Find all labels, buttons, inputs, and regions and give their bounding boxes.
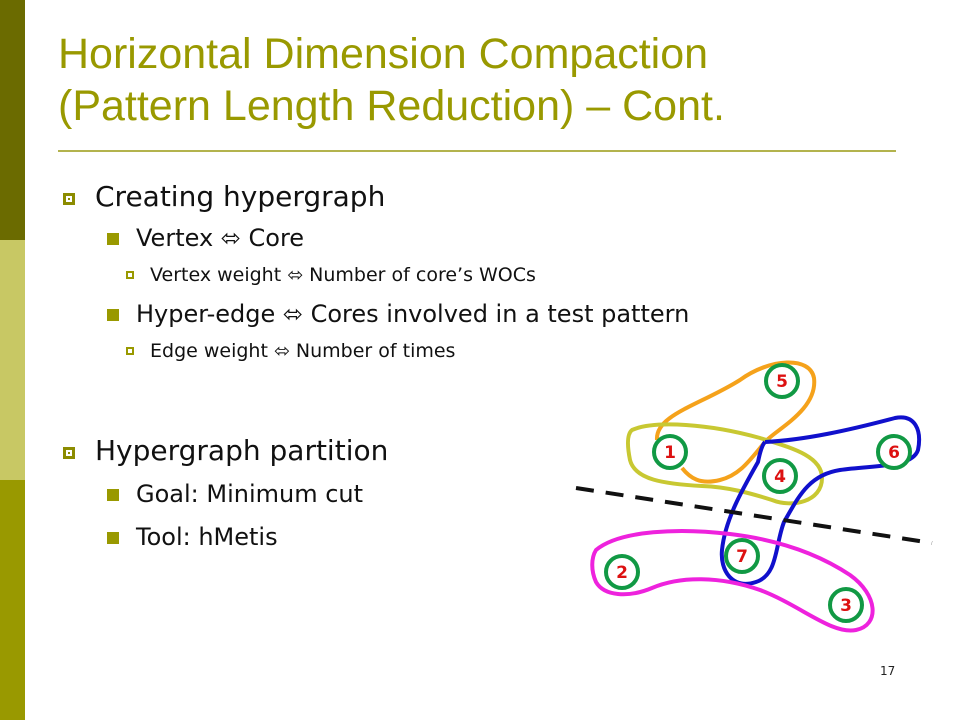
bullet-goal: Goal: Minimum cut xyxy=(136,480,364,508)
square-bullet-icon xyxy=(107,309,119,321)
bullet-edge-weight: Edge weight ⬄ Number of times xyxy=(150,340,456,362)
bullet-creating-hypergraph: Creating hypergraph xyxy=(95,180,386,213)
hyperedge-magenta xyxy=(590,529,875,633)
vertex-6-label: 6 xyxy=(888,443,900,463)
square-bullet-icon xyxy=(107,532,119,544)
hypergraph-diagram: 1 2 3 4 5 6 7 xyxy=(575,360,933,633)
vertex-5: 5 xyxy=(764,363,800,399)
bullet-hypergraph-partition: Hypergraph partition xyxy=(95,434,389,467)
vertex-7-label: 7 xyxy=(736,547,748,567)
sidebar-decoration xyxy=(0,0,25,720)
partition-cut-line xyxy=(575,486,933,545)
vertex-2-label: 2 xyxy=(616,563,628,583)
vertex-2: 2 xyxy=(604,554,640,590)
vertex-5-label: 5 xyxy=(776,372,788,392)
vertex-1-label: 1 xyxy=(664,443,676,463)
sidebar-segment-bottom xyxy=(0,480,25,720)
vertex-1: 1 xyxy=(652,434,688,470)
slide-title: Horizontal Dimension Compaction (Pattern… xyxy=(58,28,918,132)
sidebar-segment-top xyxy=(0,0,25,240)
bullet-vertex-core: Vertex ⬄ Core xyxy=(136,224,305,252)
square-bullet-icon xyxy=(107,489,119,501)
square-bullet-icon xyxy=(63,447,75,459)
bullet-hyper-edge: Hyper-edge ⬄ Cores involved in a test pa… xyxy=(136,300,690,328)
vertex-4: 4 xyxy=(762,458,798,494)
vertex-3-label: 3 xyxy=(840,596,852,616)
square-bullet-icon xyxy=(126,271,134,279)
hyperedge-yellow xyxy=(625,422,824,506)
slide-title-line-1: Horizontal Dimension Compaction xyxy=(58,30,709,78)
bullet-vertex-weight: Vertex weight ⬄ Number of core’s WOCs xyxy=(150,264,536,286)
vertex-4-label: 4 xyxy=(774,467,786,487)
slide-title-line-2: (Pattern Length Reduction) – Cont. xyxy=(58,82,725,130)
square-bullet-icon xyxy=(63,193,75,205)
vertex-7: 7 xyxy=(724,538,760,574)
sidebar-segment-middle xyxy=(0,240,25,480)
title-divider xyxy=(58,150,896,152)
square-bullet-icon xyxy=(107,233,119,245)
hyperedge-orange xyxy=(655,360,817,484)
vertex-3: 3 xyxy=(828,587,864,623)
page-number: 17 xyxy=(880,664,896,678)
bullet-tool: Tool: hMetis xyxy=(136,523,278,551)
vertex-6: 6 xyxy=(876,434,912,470)
square-bullet-icon xyxy=(126,347,134,355)
hyperedge-blue xyxy=(719,415,921,586)
